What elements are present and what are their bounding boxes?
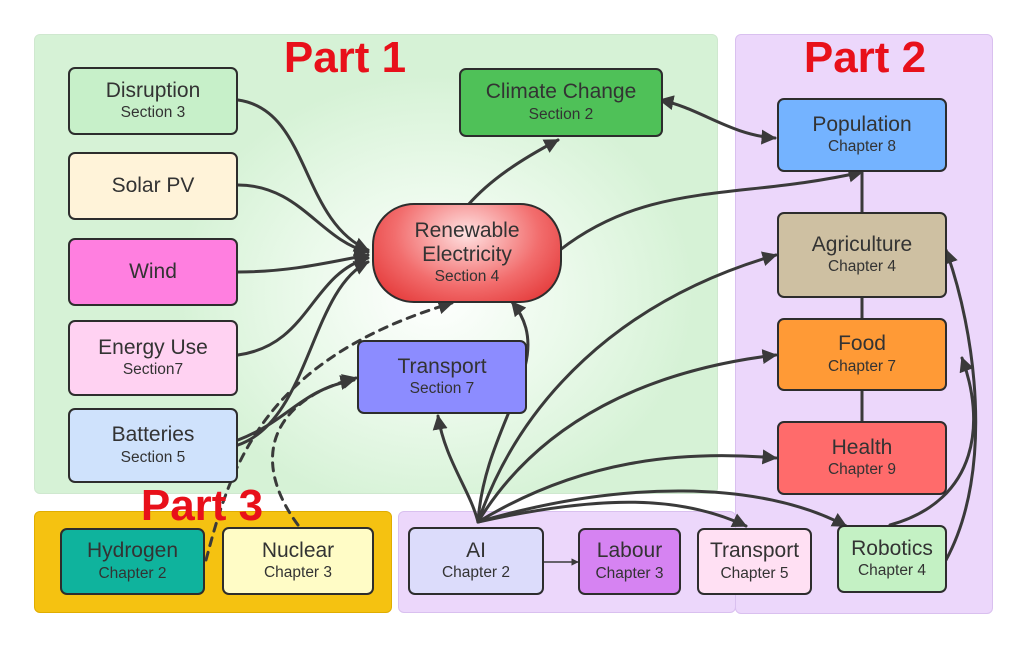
node-wind: Wind <box>68 238 238 306</box>
node-subtitle: Chapter 5 <box>720 564 789 582</box>
arrow-ai-agriculture <box>476 251 778 524</box>
node-transport-chapter5: Transport Chapter 5 <box>697 528 812 595</box>
node-hydrogen: Hydrogen Chapter 2 <box>60 528 205 595</box>
arrow-ai-transport-c5 <box>476 500 748 528</box>
node-energy-use: Energy Use Section7 <box>68 320 238 396</box>
node-agriculture: Agriculture Chapter 4 <box>777 212 947 298</box>
arrow-energyuse-renewable <box>236 254 370 357</box>
arrow-ai-transport <box>432 414 480 524</box>
arrow-wind-renewable <box>236 250 370 274</box>
node-title: Health <box>831 435 893 459</box>
node-transport-section7: Transport Section 7 <box>357 340 527 414</box>
node-subtitle: Section 4 <box>434 268 500 286</box>
node-climate-change: Climate Change Section 2 <box>459 68 663 137</box>
node-title: Wind <box>129 259 177 283</box>
node-title: Labour <box>596 539 663 563</box>
node-subtitle: Chapter 3 <box>595 564 664 582</box>
node-solar-pv: Solar PV <box>68 152 238 220</box>
arrow-disruption-renewable <box>236 98 370 252</box>
node-subtitle: Chapter 8 <box>827 138 897 155</box>
arrow-batteries-renewable <box>236 260 370 447</box>
arrow-ai-robotics <box>476 489 848 528</box>
arrow-robotics-food <box>888 356 976 527</box>
node-subtitle: Section 7 <box>409 380 475 397</box>
node-subtitle: Chapter 9 <box>827 461 897 478</box>
part3-title: Part 3 <box>140 481 264 530</box>
node-ai: AI Chapter 2 <box>408 527 544 595</box>
node-title: Energy Use <box>98 335 208 359</box>
node-subtitle: Chapter 4 <box>857 562 927 579</box>
arrow-robotics-agriculture <box>943 248 978 562</box>
node-title: Agriculture <box>811 232 913 256</box>
node-subtitle: Section7 <box>122 361 184 378</box>
node-food: Food Chapter 7 <box>777 318 947 391</box>
node-nuclear: Nuclear Chapter 3 <box>222 527 374 595</box>
node-title: Solar PV <box>111 173 195 197</box>
node-renewable-electricity: Renewable Electricity Section 4 <box>372 203 562 303</box>
node-title: Hydrogen <box>86 539 179 563</box>
node-title: Transport <box>709 539 800 563</box>
node-title: Food <box>838 332 886 356</box>
node-title: Climate Change <box>485 80 637 104</box>
arrow-solar-renewable <box>236 183 370 256</box>
node-subtitle: Chapter 4 <box>827 258 897 275</box>
node-robotics: Robotics Chapter 4 <box>837 525 947 593</box>
arrow-renewable-population <box>558 167 864 252</box>
arrow-nuclear-transport <box>271 374 358 527</box>
node-subtitle: Chapter 7 <box>827 357 897 375</box>
node-title: Population <box>812 112 912 136</box>
node-subtitle: Section 3 <box>120 104 186 121</box>
node-subtitle: Section 5 <box>120 448 186 466</box>
node-subtitle: Chapter 2 <box>441 564 511 581</box>
node-subtitle: Chapter 3 <box>263 564 333 581</box>
part2-title: Part 2 <box>803 33 927 82</box>
arrow-climate-population <box>658 95 777 145</box>
node-population: Population Chapter 8 <box>777 98 947 172</box>
node-disruption: Disruption Section 3 <box>68 67 238 135</box>
node-title: Nuclear <box>261 538 335 562</box>
node-health: Health Chapter 9 <box>777 421 947 495</box>
node-title: AI <box>466 538 486 562</box>
node-title: Transport <box>397 354 487 378</box>
part1-title: Part 1 <box>283 33 407 82</box>
node-title: Batteries <box>111 423 195 447</box>
node-subtitle: Section 2 <box>528 105 594 123</box>
arrow-renewable-climate <box>466 138 560 207</box>
node-title: Disruption <box>105 78 201 102</box>
node-subtitle: Chapter 2 <box>98 564 167 582</box>
arrow-ai-health <box>476 449 778 524</box>
node-title: Robotics <box>851 536 933 560</box>
arrow-ai-food <box>476 349 778 524</box>
arrow-hydrogen-renewable <box>204 299 454 562</box>
node-title: Renewable Electricity <box>414 218 520 266</box>
arrow-batteries-transport <box>236 375 356 442</box>
node-batteries: Batteries Section 5 <box>68 408 238 483</box>
node-labour: Labour Chapter 3 <box>578 528 681 595</box>
